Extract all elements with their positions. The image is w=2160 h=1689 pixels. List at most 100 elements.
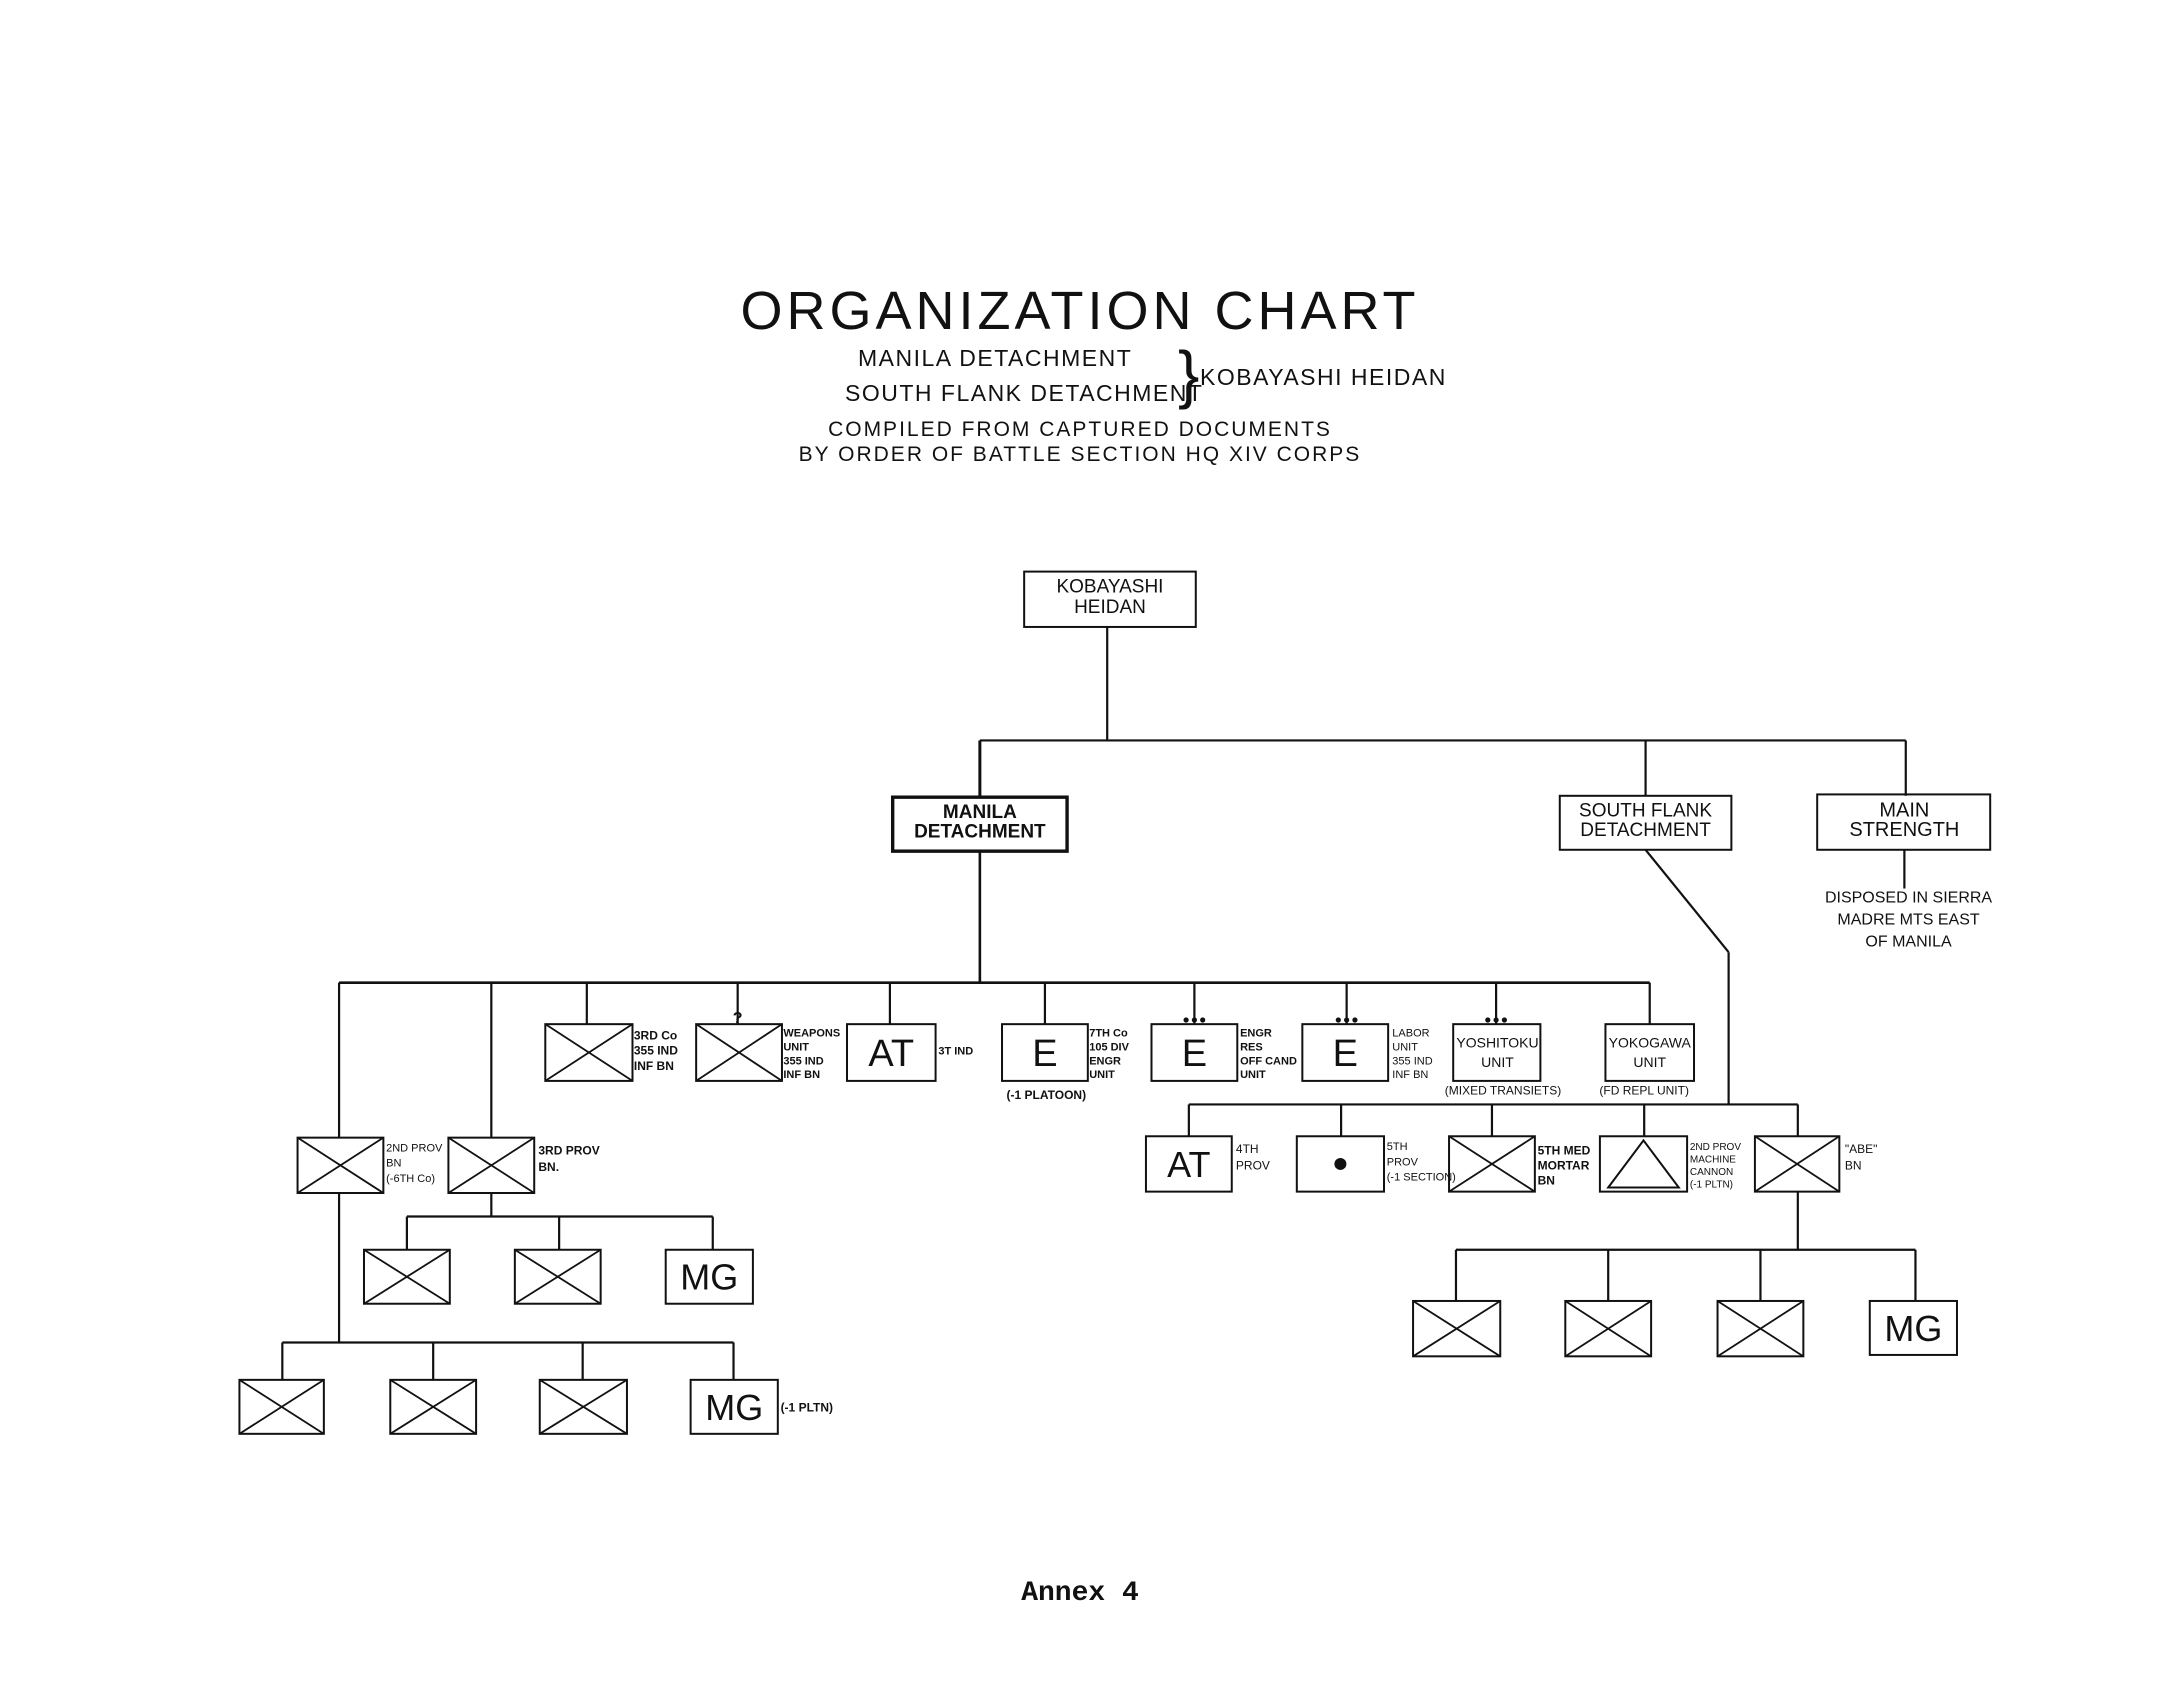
abe-co-1-box: [1412, 1299, 1502, 1358]
prov2-co-1-box-diag-b: [238, 1379, 325, 1435]
at-unit-box: [846, 1023, 937, 1082]
yokogawa-unit-label-2: UNIT: [1633, 1054, 1666, 1070]
third-co-label-2: 355 IND: [634, 1044, 678, 1058]
at-unit-label: 3T IND: [938, 1046, 973, 1058]
chart-title: ORGANIZATION CHART: [740, 281, 1420, 341]
weapons-unit-label-4: INF BN: [783, 1069, 820, 1081]
abe-bn-label-1: "ABE": [1845, 1142, 1878, 1156]
brace-symbol: }: [1178, 338, 1200, 410]
abe-mg-box: [1868, 1299, 1958, 1356]
engineer-unit-2-dot-2: [1191, 1017, 1197, 1023]
prov-bn-2-box-diag-b: [297, 1136, 384, 1194]
yokogawa-unit-box: [1604, 1023, 1696, 1082]
mortar-bn-label-2: MORTAR: [1538, 1158, 1590, 1172]
yoshitoku-unit-label-1: YOSHITOKU: [1456, 1035, 1538, 1051]
engineer-unit-2-box-symbol: E: [1182, 1033, 1207, 1075]
compiled-line-1: COMPILED FROM CAPTURED DOCUMENTS: [828, 418, 1332, 441]
south-at-box-symbol: AT: [1167, 1144, 1210, 1185]
south-flank-detachment-box: [1558, 794, 1733, 851]
abe-co-2-box-diag-b: [1564, 1300, 1652, 1358]
engineer-unit-3-dot-3: [1352, 1017, 1358, 1023]
engineer-unit-3-label-4: INF BN: [1392, 1069, 1428, 1081]
engineer-unit-2-label-1: ENGR: [1240, 1028, 1272, 1040]
mortar-bn-box-diag-b: [1448, 1135, 1536, 1193]
yokogawa-unit-note: (FD REPL UNIT): [1599, 1084, 1689, 1098]
engineer-unit-1-note: (-1 PLATOON): [1007, 1088, 1087, 1102]
abe-bn-label-2: BN: [1845, 1158, 1862, 1172]
prov5-box: [1295, 1135, 1385, 1193]
engineer-unit-3-label-1: LABOR: [1392, 1028, 1429, 1040]
weapons-unit-label-3: 355 IND: [783, 1055, 823, 1067]
abe-co-1-box-diag-b: [1412, 1300, 1501, 1358]
main-strength-note-3: OF MANILA: [1865, 934, 1952, 951]
third-co-box-diag-b: [544, 1023, 633, 1082]
south-flank-detachment-label-2: DETACHMENT: [1580, 820, 1711, 841]
main-strength-label-2: STRENGTH: [1849, 819, 1959, 841]
at-unit-box-symbol: AT: [868, 1033, 914, 1075]
main-strength-note-2: MADRE MTS EAST: [1837, 912, 1979, 929]
yoshitoku-unit-dot-3: [1501, 1017, 1508, 1023]
yoshitoku-unit-label-2: UNIT: [1481, 1054, 1514, 1070]
prov2-mg-note: (-1 PLTN): [781, 1401, 833, 1415]
yokogawa-unit-label-1: YOKOGAWA: [1609, 1035, 1692, 1051]
third-co-box: [544, 1023, 634, 1082]
parent-heading: KOBAYASHI HEIDAN: [1200, 364, 1447, 390]
south-at-box: [1144, 1135, 1233, 1193]
abe-bn-box-diag-b: [1754, 1135, 1840, 1193]
prov-bn-2-label-2: BN: [386, 1158, 401, 1170]
weapons-unit-label-1: WEAPONS: [783, 1028, 840, 1040]
engineer-unit-3-label-3: 355 IND: [1392, 1055, 1432, 1067]
engineer-unit-3-box: [1301, 1023, 1390, 1082]
south-flank-diagonal-line: [1644, 849, 1730, 953]
abe-co-3-box-diag-b: [1717, 1300, 1804, 1358]
weapons-unit-box: [695, 1023, 783, 1082]
prov-bn-3-box: [447, 1136, 536, 1195]
weapons-question-mark: ?: [733, 1010, 743, 1027]
engineer-unit-2-dot-3: [1200, 1017, 1206, 1023]
cannon-label-1: 2ND PROV: [1690, 1142, 1741, 1153]
weapons-unit-label-2: UNIT: [783, 1041, 809, 1053]
manila-detachment-heading: MANILA DETACHMENT: [858, 345, 1133, 371]
kobayashi-heidan-label-2: HEIDAN: [1074, 597, 1146, 618]
prov-bn-3-label-1: 3RD PROV: [538, 1143, 599, 1157]
prov5-label-1: 5TH: [1387, 1141, 1408, 1153]
prov3-mg-box-symbol: MG: [680, 1257, 738, 1298]
abe-co-2-box: [1564, 1299, 1653, 1358]
engineer-unit-2-label-2: RES: [1240, 1041, 1263, 1053]
prov3-co-2-box-diag-b: [514, 1248, 602, 1305]
engineer-unit-1-label-1: 7TH Co: [1089, 1028, 1128, 1040]
prov2-mg-box-symbol: MG: [705, 1387, 763, 1428]
prov-bn-2-label-1: 2ND PROV: [386, 1142, 443, 1154]
yoshitoku-unit-note: (MIXED TRANSIETS): [1445, 1084, 1561, 1098]
yoshitoku-unit-dot-2: [1493, 1017, 1499, 1023]
cannon-triangle-symbol: [1606, 1138, 1681, 1189]
kobayashi-heidan-box: [1023, 570, 1197, 628]
third-co-label-1: 3RD Co: [634, 1028, 677, 1042]
kobayashi-heidan-label-1: KOBAYASHI: [1056, 576, 1163, 597]
prov2-mg-box: [689, 1378, 779, 1435]
engineer-unit-3-dot-1: [1335, 1017, 1341, 1023]
cannon-box: [1598, 1135, 1689, 1193]
engineer-unit-1-box: [1001, 1023, 1089, 1082]
cannon-label-2: MACHINE: [1690, 1155, 1736, 1166]
mortar-bn-label-1: 5TH MED: [1538, 1143, 1591, 1157]
prov-bn-2-label-3: (-6TH Co): [386, 1173, 435, 1185]
engineer-unit-1-label-3: ENGR: [1089, 1055, 1121, 1067]
prov-bn-3-box-diag-b: [447, 1136, 535, 1194]
cannon-label-4: (-1 PLTN): [1690, 1179, 1733, 1190]
engineer-unit-2-label-3: OFF CAND: [1240, 1055, 1297, 1067]
prov-bn-2-box: [296, 1136, 385, 1195]
south-flank-detachment-label-1: SOUTH FLANK: [1579, 801, 1712, 822]
prov2-co-3-box: [538, 1378, 628, 1435]
engineer-unit-1-label-2: 105 DIV: [1089, 1041, 1129, 1053]
south-flank-detachment-heading: SOUTH FLANK DETACHMENT: [845, 380, 1204, 406]
engineer-unit-3-dot-2: [1344, 1017, 1350, 1023]
prov3-mg-box: [664, 1248, 754, 1305]
abe-co-3-box: [1716, 1299, 1805, 1358]
main-strength-label-1: MAIN: [1879, 800, 1929, 822]
prov2-co-3-box-diag-b: [539, 1379, 628, 1435]
mortar-bn-box: [1448, 1135, 1536, 1193]
prov2-co-2-box-diag-b: [389, 1379, 477, 1435]
prov2-co-1-box: [238, 1378, 325, 1435]
